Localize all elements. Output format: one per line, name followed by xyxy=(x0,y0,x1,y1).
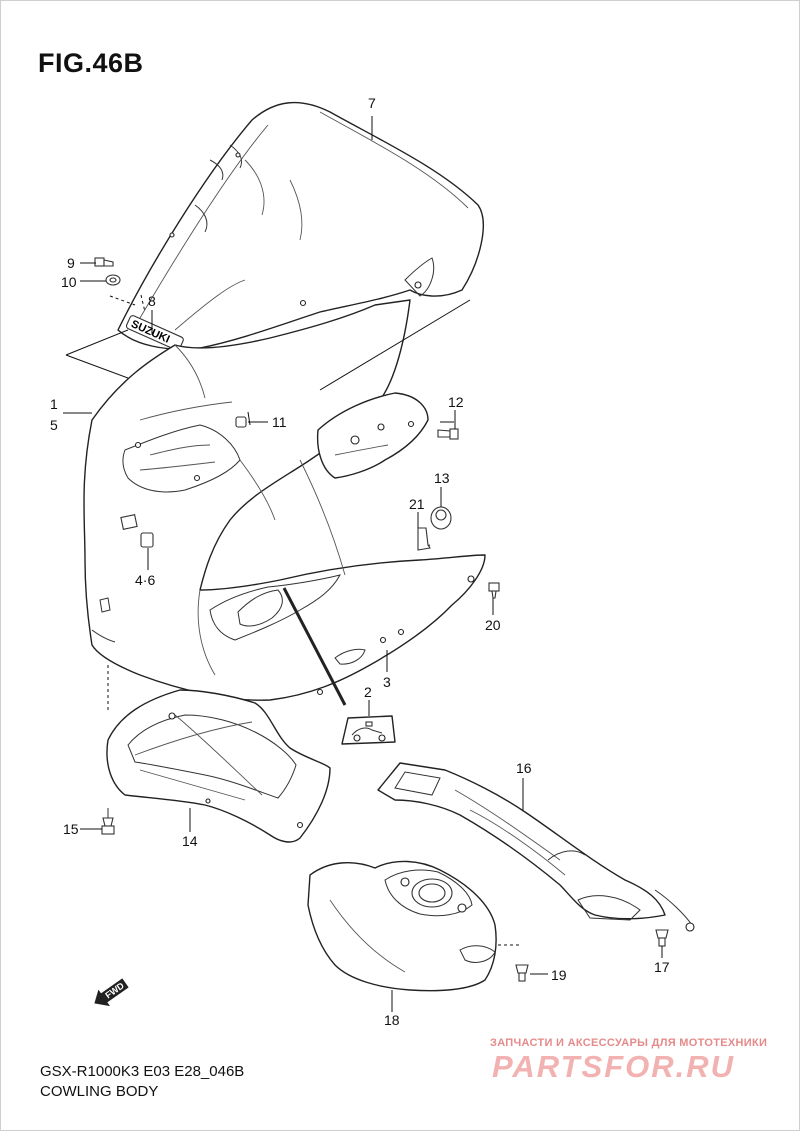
callout-20: 20 xyxy=(485,617,501,633)
part-12-screw[interactable] xyxy=(437,428,459,440)
callout-9: 9 xyxy=(67,255,75,271)
callout-19: 19 xyxy=(551,967,567,983)
part-9-screw[interactable] xyxy=(94,257,114,267)
section-name: COWLING BODY xyxy=(40,1083,159,1100)
part-18-lower-cover[interactable] xyxy=(307,860,497,992)
part-19-screw[interactable] xyxy=(515,964,529,982)
leader-lines xyxy=(63,116,663,1012)
assembly-lines xyxy=(65,294,522,946)
fwd-arrow-icon: FWD xyxy=(94,978,129,1007)
callout-21: 21 xyxy=(409,496,425,512)
part-1-5-cowling-body[interactable] xyxy=(83,299,486,701)
part-17-screw[interactable] xyxy=(655,929,669,947)
decal-pointer-line xyxy=(282,587,347,706)
callout-10: 10 xyxy=(61,274,77,290)
callout-18: 18 xyxy=(384,1012,400,1028)
callout-8: 8 xyxy=(148,293,156,309)
callout-7: 7 xyxy=(368,95,376,111)
part-16-air-duct[interactable] xyxy=(377,762,695,932)
callout-labels: 7 8 9 10 1 5 11 12 13 21 4·6 20 3 2 15 1… xyxy=(50,95,670,1028)
callout-11: 11 xyxy=(272,414,287,430)
callout-5: 5 xyxy=(50,417,58,433)
model-code: GSX-R1000K3 E03 E28_046B xyxy=(40,1063,245,1080)
callout-15: 15 xyxy=(63,821,79,837)
watermark-tagline: ЗАПЧАСТИ И АКСЕССУАРЫ ДЛЯ МОТОТЕХНИКИ xyxy=(490,1037,768,1049)
part-7-windscreen[interactable] xyxy=(117,101,484,350)
callout-16: 16 xyxy=(516,760,532,776)
part-10-washer[interactable] xyxy=(105,274,121,286)
callout-12: 12 xyxy=(448,394,464,410)
part-15-screw[interactable] xyxy=(101,808,115,835)
part-11-nut[interactable] xyxy=(235,416,247,428)
part-2-decal[interactable] xyxy=(341,715,396,745)
callout-1: 1 xyxy=(50,396,58,412)
part-14-inner-panel[interactable] xyxy=(106,689,331,843)
watermark-logo: PARTSFOR.RU xyxy=(492,1049,736,1084)
callout-14: 14 xyxy=(182,833,198,849)
part-21-bracket[interactable] xyxy=(417,527,431,551)
figure-title: FIG.46B xyxy=(38,48,144,78)
callout-13: 13 xyxy=(434,470,450,486)
callout-17: 17 xyxy=(654,959,670,975)
callout-4-6: 4·6 xyxy=(135,572,155,588)
callout-2: 2 xyxy=(364,684,372,700)
callout-3: 3 xyxy=(383,674,391,690)
part-13-grommet[interactable] xyxy=(430,506,452,530)
part-20-screw[interactable] xyxy=(467,575,500,599)
